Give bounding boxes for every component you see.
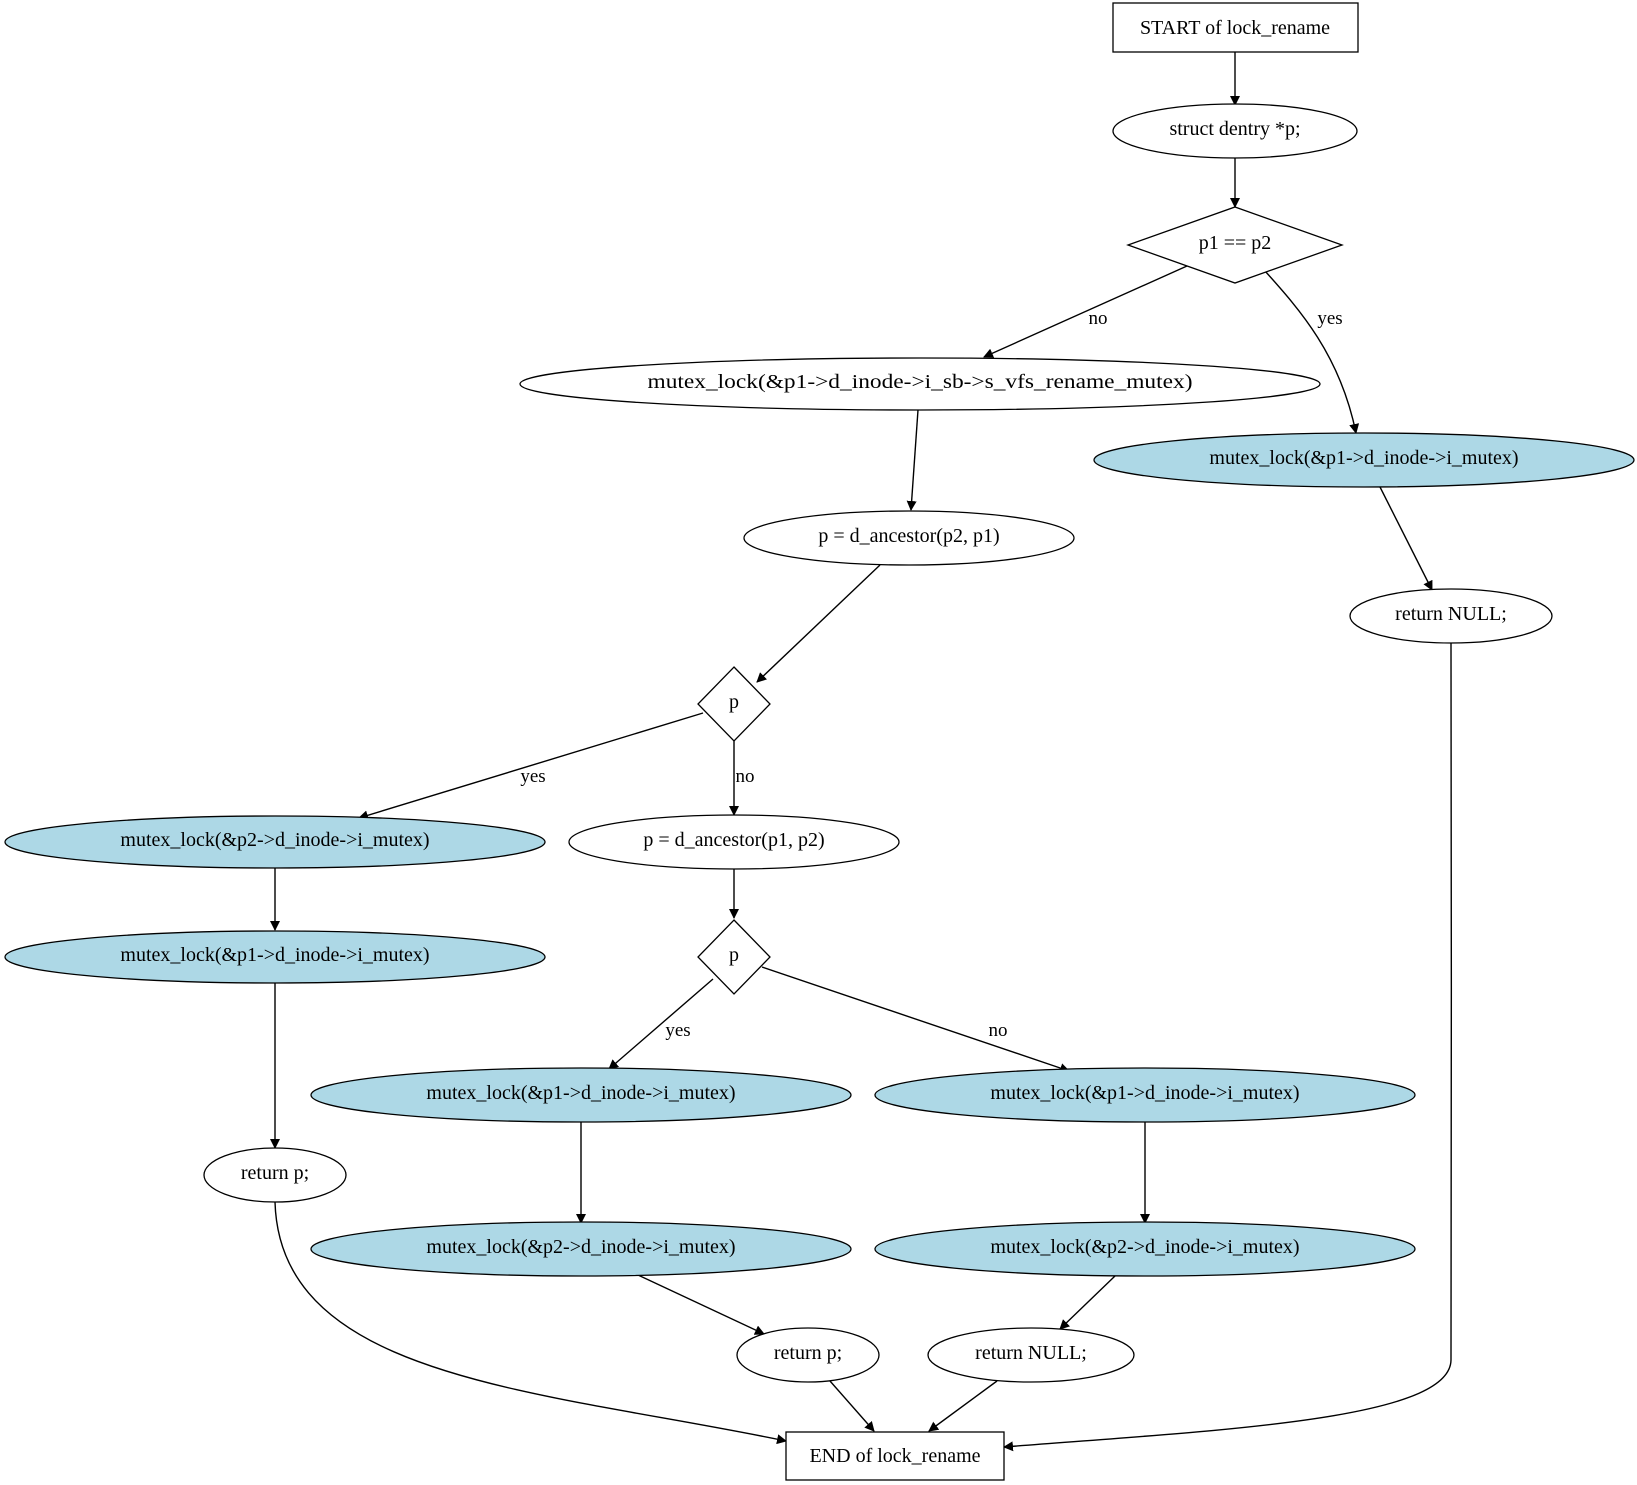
lock-p1-second-node: mutex_lock(&p1->d_inode->i_mutex) [4,930,546,984]
rename-mutex-label: mutex_lock(&p1->d_inode->i_sb->s_vfs_ren… [648,371,1193,393]
lock-p2-first-label: mutex_lock(&p2->d_inode->i_mutex) [120,829,429,851]
lock-p2-first-node: mutex_lock(&p2->d_inode->i_mutex) [4,815,546,869]
ancestor-p2-p1-node: p = d_ancestor(p2, p1) [743,510,1075,566]
lock-p1-same-node: mutex_lock(&p1->d_inode->i_mutex) [1093,432,1635,488]
lock-p1-no-node: mutex_lock(&p1->d_inode->i_mutex) [874,1067,1416,1123]
edge-return-null-same-to-end [1003,642,1453,1452]
decision-p-first: p [697,666,771,742]
lock-p2-no-label: mutex_lock(&p2->d_inode->i_mutex) [990,1236,1299,1258]
return-null-final-node: return NULL; [927,1327,1135,1383]
return-p-first-label: return p; [241,1162,309,1184]
decision-p1-equals-p2-label: p1 == p2 [1199,232,1272,254]
ancestor-p2-p1-label: p = d_ancestor(p2, p1) [818,525,999,547]
edge-label-cond-equal-no: no [1089,308,1108,329]
edge-ancestor-to-cond-p-first [756,564,881,683]
edge-rename-mutex-to-ancestor [906,409,919,511]
edge-return-null-final-to-end [928,1380,998,1432]
return-null-final-label: return NULL; [975,1342,1087,1364]
edge-return-p-first-to-end [274,1201,787,1445]
ancestor-p1-p2-label: p = d_ancestor(p1, p2) [643,829,824,851]
lock-p2-yes-label: mutex_lock(&p2->d_inode->i_mutex) [426,1236,735,1258]
edge-return-p-second-to-end [829,1380,875,1432]
declaration-label: struct dentry *p; [1169,118,1300,140]
decision-p-second: p [697,919,771,995]
edge-cond-equal-no [983,265,1188,358]
end-node: END of lock_rename [785,1431,1005,1481]
return-p-second-label: return p; [774,1342,842,1364]
edge-label-cond-p-second-no: no [989,1020,1008,1041]
edge-lock-p1-same-to-return-null [1379,486,1433,591]
lock-p1-yes-label: mutex_lock(&p1->d_inode->i_mutex) [426,1082,735,1104]
edge-lock-p2-yes-to-return-p [637,1274,765,1335]
lock-p1-no-label: mutex_lock(&p1->d_inode->i_mutex) [990,1082,1299,1104]
edge-label-cond-equal-yes: yes [1317,308,1342,329]
edge-cond-p-first-yes [358,712,704,821]
edge-cond-equal-yes [1264,270,1360,434]
lock-p2-yes-node: mutex_lock(&p2->d_inode->i_mutex) [310,1221,852,1277]
lock-p1-yes-node: mutex_lock(&p1->d_inode->i_mutex) [310,1067,852,1123]
edge-label-cond-p-first-no: no [736,766,755,787]
end-label: END of lock_rename [809,1445,980,1467]
nodes: START of lock_rename struct dentry *p; p… [4,2,1635,1481]
start-label: START of lock_rename [1140,17,1330,39]
return-null-same-node: return NULL; [1349,588,1553,644]
decision-p-first-label: p [729,691,739,713]
return-null-same-label: return NULL; [1395,603,1507,625]
edge-labels: no yes yes no yes no [520,308,1342,1041]
lock-p1-same-label: mutex_lock(&p1->d_inode->i_mutex) [1209,447,1518,469]
lock-p2-no-node: mutex_lock(&p2->d_inode->i_mutex) [874,1221,1416,1277]
declaration-node: struct dentry *p; [1112,103,1358,159]
return-p-second-node: return p; [736,1327,880,1383]
decision-p1-equals-p2: p1 == p2 [1126,206,1344,284]
edge-label-cond-p-second-yes: yes [665,1020,690,1041]
edge-cond-p-second-yes [608,978,714,1070]
edge-cond-p-second-no [761,966,1070,1073]
return-p-first-node: return p; [203,1147,347,1203]
edge-lock-p2-no-to-return-null [1059,1275,1116,1330]
start-node: START of lock_rename [1112,2,1359,53]
edge-label-cond-p-first-yes: yes [520,766,545,787]
edges [270,52,1453,1452]
ancestor-p1-p2-node: p = d_ancestor(p1, p2) [568,814,900,870]
rename-mutex-node: mutex_lock(&p1->d_inode->i_sb->s_vfs_ren… [519,357,1321,411]
decision-p-second-label: p [729,944,739,966]
lock-p1-second-label: mutex_lock(&p1->d_inode->i_mutex) [120,944,429,966]
